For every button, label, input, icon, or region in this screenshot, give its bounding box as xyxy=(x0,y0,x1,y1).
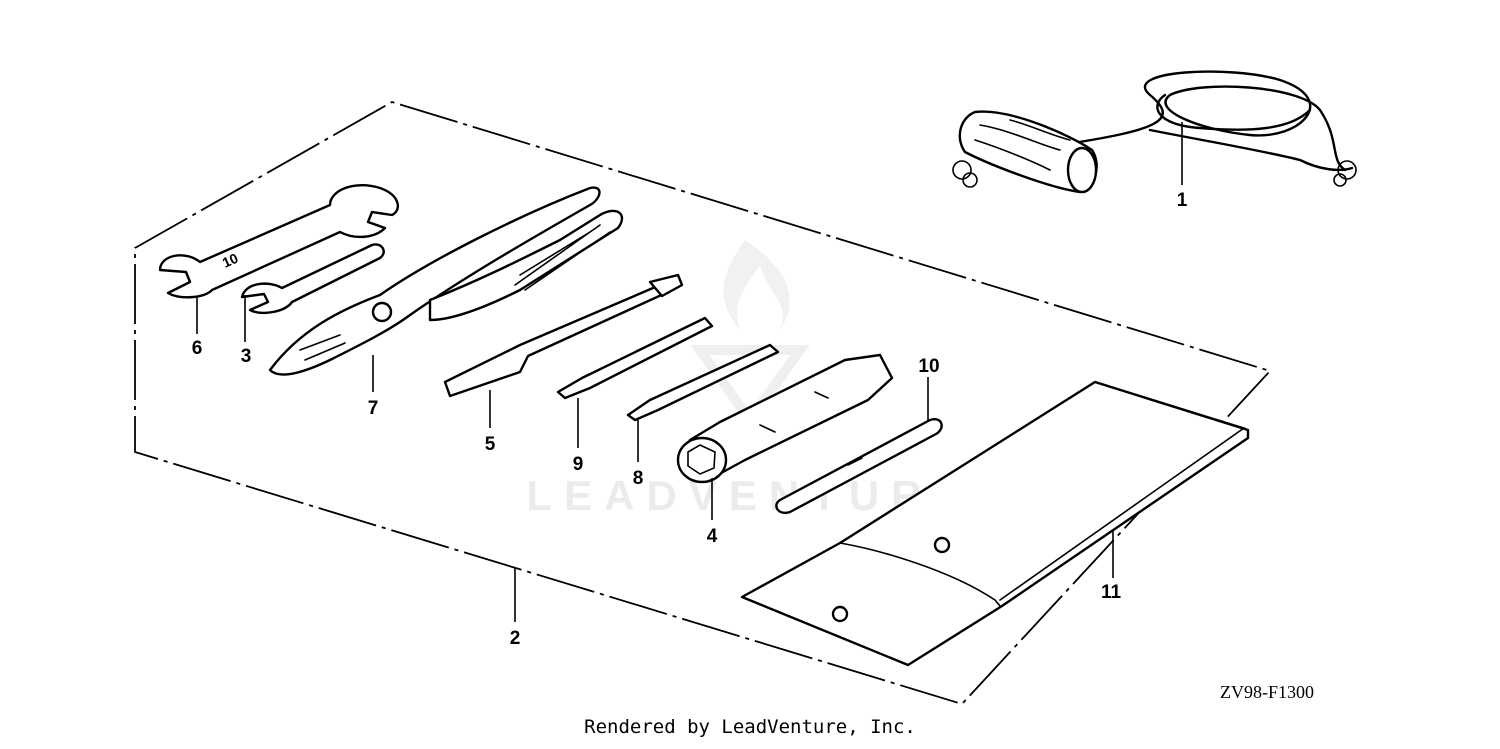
phillips-screwdriver-icon xyxy=(556,316,714,400)
toolkit-outline xyxy=(134,101,1272,706)
pliers-icon xyxy=(268,186,624,376)
callouts: 1 2 3 4 5 6 7 8 9 10 11 xyxy=(192,190,1188,649)
screwdriver-bit-icon xyxy=(626,343,780,422)
callout-4: 4 xyxy=(707,526,718,547)
callout-6: 6 xyxy=(192,338,203,359)
open-end-wrench-icon: 10 xyxy=(158,183,400,299)
callout-9: 9 xyxy=(573,454,584,475)
wrench-size-label: 10 xyxy=(220,250,241,271)
tommy-bar-icon xyxy=(775,418,943,515)
flat-screwdriver-icon xyxy=(443,273,684,398)
callout-5: 5 xyxy=(485,434,496,455)
callout-10: 10 xyxy=(918,356,939,377)
callout-1: 1 xyxy=(1177,190,1188,211)
small-wrench-icon xyxy=(240,243,385,314)
callout-11: 11 xyxy=(1101,582,1122,603)
footer-credit: Rendered by LeadVenture, Inc. xyxy=(584,716,916,738)
tool-bag-icon xyxy=(740,380,1250,667)
callout-2: 2 xyxy=(510,628,521,649)
callout-7: 7 xyxy=(368,398,379,419)
plug-socket-wrench-icon xyxy=(676,353,894,484)
callout-3: 3 xyxy=(241,346,252,367)
callout-8: 8 xyxy=(633,468,644,489)
diagram-code: ZV98-F1300 xyxy=(1220,682,1314,702)
starter-rope-icon xyxy=(952,70,1357,194)
leader-lines xyxy=(196,122,1183,622)
